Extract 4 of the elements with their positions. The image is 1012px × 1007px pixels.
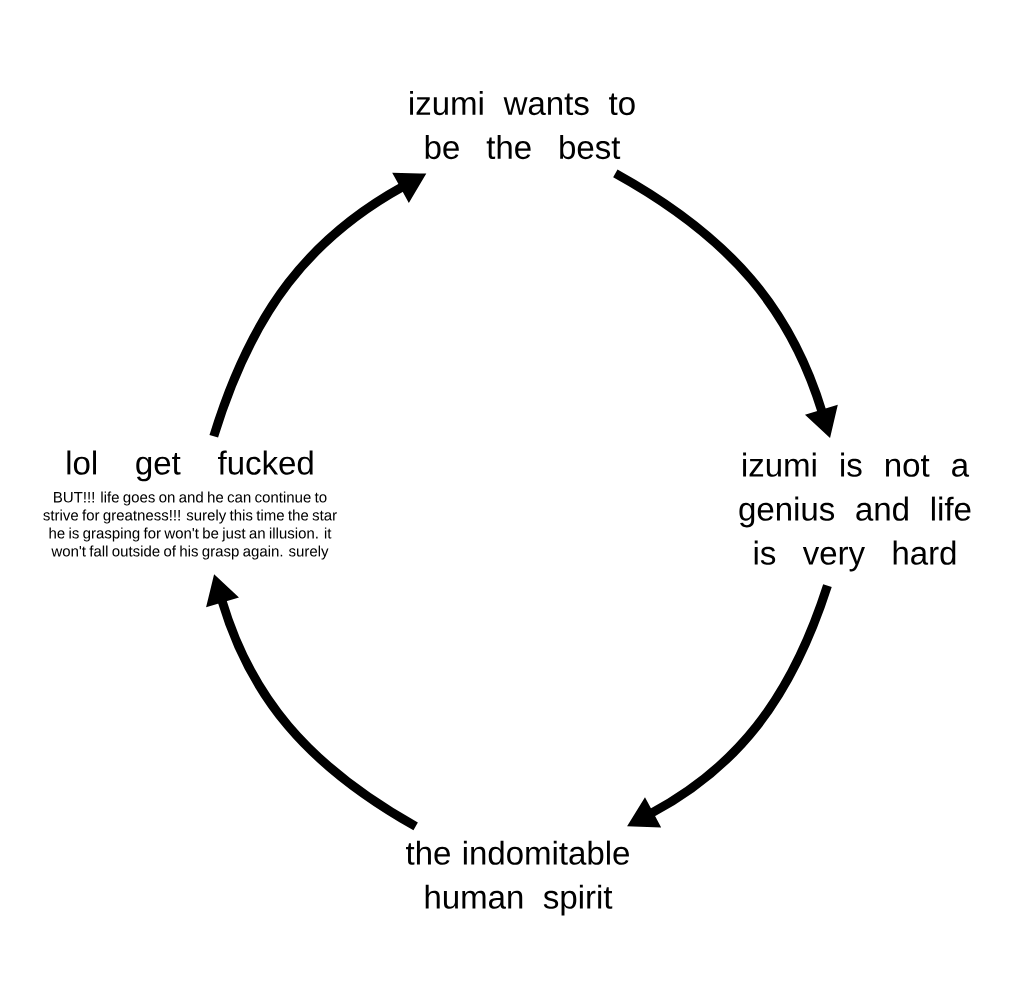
cycle-text: the indomitable human spirit bbox=[406, 840, 629, 916]
cycle-text: lol get fucked BUT!!! life goes on and he can continue to strive for greatness!!! surely this time the star he is grasping for won't be just an illusion. it won't fall outside of his grasp again. surely bbox=[43, 450, 337, 560]
cycle-text: izumi is not a genius and life is very hard bbox=[739, 452, 971, 572]
cycle-text: izumi wants to be the best bbox=[410, 90, 635, 160]
